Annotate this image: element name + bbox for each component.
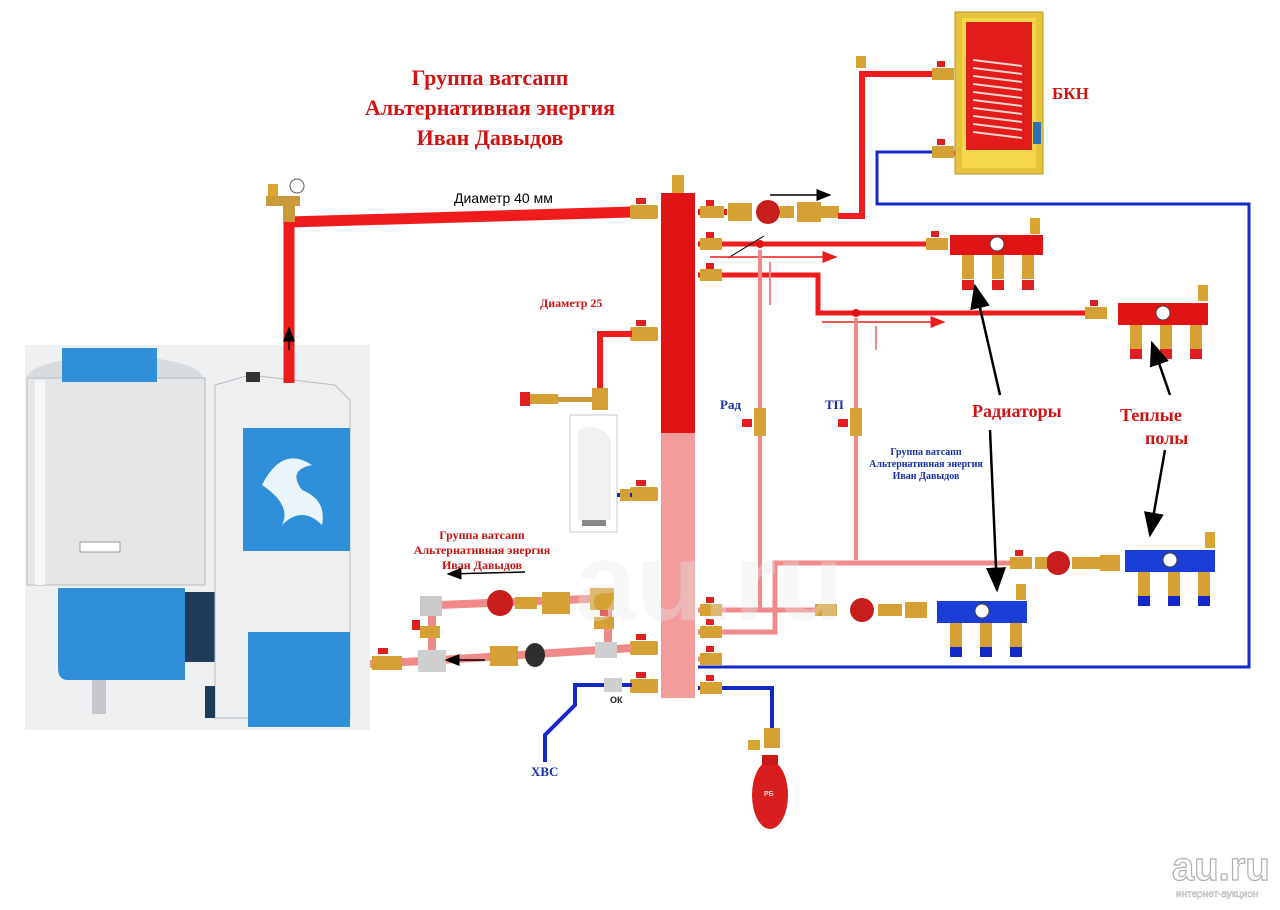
air-vent-icon [268,184,278,196]
watermark-mid-line-2: Альтернативная энергия [869,459,983,470]
separator-air-vent-icon [672,175,684,193]
diameter-40-label: Диаметр 40 мм [454,190,553,206]
boiler-strainer-icon [542,592,570,614]
site-logo-tagline: интернет-аукцион [1176,889,1259,900]
faint-watermark: au.ru [575,521,844,644]
burner-unit-icon [58,588,185,680]
safety-group-icon [283,206,295,222]
radiator-supply-line [698,231,948,263]
ash-door-icon [248,632,350,727]
watermark-left-line-3: Иван Давыдов [441,558,523,572]
boiler-return-loop [369,588,633,672]
radiators-label: Радиаторы [972,401,1062,421]
expansion-tank-icon [752,761,788,829]
radiator-manifold-return [937,584,1027,657]
strainer-icon [728,203,752,221]
title-line-1: Группа ватсапп [411,65,569,90]
water-heater-branch [520,331,632,533]
hvs-label: ХВС [531,764,559,779]
pump-bkn-icon [756,200,780,224]
title-line-3: Иван Давыдов [416,125,564,150]
check-valve-icon [797,202,821,222]
site-logo: au.ru интернет-аукцион [1171,844,1270,900]
main-supply-pipe [266,178,633,383]
warm-floors-label-1: Теплые [1120,405,1182,425]
cold-water-line [543,672,658,762]
expansion-tank-line [698,675,788,829]
watermark-left-line-1: Группа ватсапп [439,528,525,542]
mixing-lines [742,250,877,610]
watermark-left-line-2: Альтернативная энергия [413,543,551,557]
hopper-lid-icon [62,348,157,382]
radiator-manifold-supply [950,218,1043,290]
warm-floors-label-2: полы [1145,428,1189,448]
boiler-check-valve-icon [490,646,518,666]
floor-manifold-return [1125,532,1215,606]
return-lines [698,550,1120,665]
bkn-tank [954,11,1044,175]
rad-label: Рад [720,397,742,412]
bkn-label: БКН [1052,84,1089,103]
site-logo-name: au.ru [1172,845,1270,889]
rb-label: РБ [764,791,774,798]
title-line-2: Альтернативная энергия [364,95,616,120]
bkn-supply-line [698,56,954,224]
watermark-mid-line-3: Иван Давыдов [892,471,960,482]
ok-label: ОК [610,695,623,705]
pump-boiler-icon [487,590,513,616]
pressure-gauge-icon [289,178,305,194]
hydraulic-separator [661,175,695,698]
diameter-25-label: Диаметр 25 [540,296,603,310]
tp-label: ТП [825,397,844,412]
pump-floors-icon [1046,551,1070,575]
boiler-body [205,372,351,727]
watermark-mid-line-1: Группа ватсапп [890,447,962,458]
label-arrows [970,283,1172,593]
pump-radiators-icon [850,598,874,622]
three-way-valve-icon [418,650,446,672]
bkn-return-line [698,139,1251,669]
flow-arrow-icon [446,567,526,580]
